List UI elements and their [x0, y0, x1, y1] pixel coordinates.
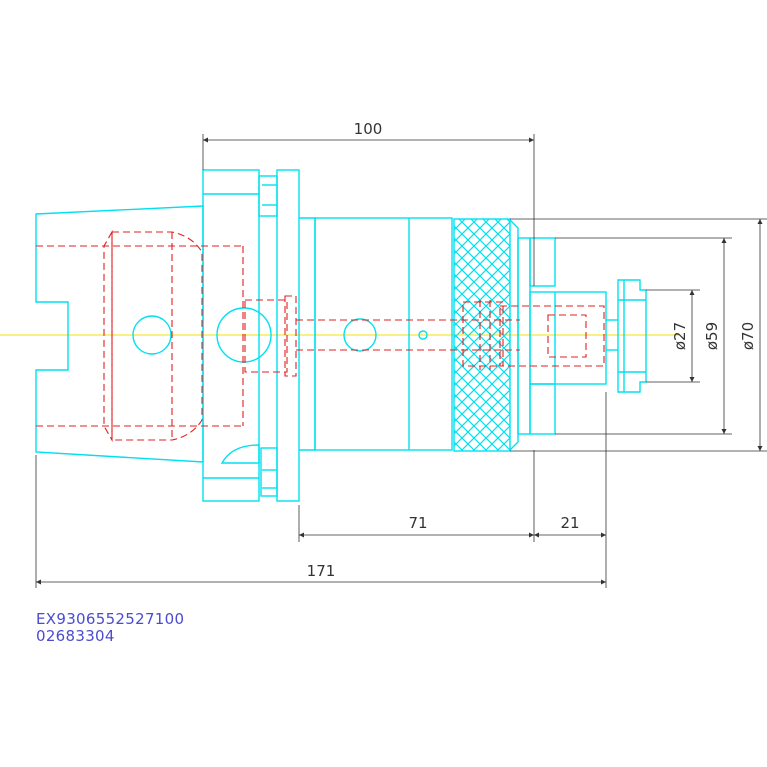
diameter-59-label: ø59: [703, 322, 721, 350]
drawing-sheet: [0, 118, 767, 648]
hidden-lines: [36, 229, 605, 443]
dimension-lines: [36, 137, 763, 585]
extension-lines: [35, 134, 767, 588]
diameter-70-label: ø70: [739, 322, 757, 350]
order-number: 02683304: [36, 627, 115, 645]
dimension-100-label: 100: [354, 120, 383, 138]
dimension-71-label: 71: [408, 514, 427, 532]
part-codes: EX9306552527100 02683304: [36, 611, 184, 645]
article-number: EX9306552527100: [36, 610, 185, 628]
diameter-27-label: ø27: [671, 322, 689, 350]
knurled-ring: [453, 218, 511, 452]
holder-outline: [35, 169, 647, 502]
dimension-171-label: 171: [307, 562, 336, 580]
dimension-21-label: 21: [560, 514, 579, 532]
